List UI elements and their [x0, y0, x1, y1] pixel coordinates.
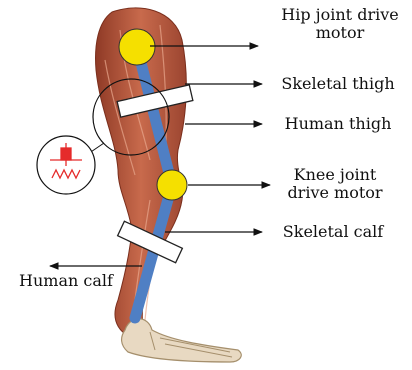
- knee-motor-label-line2: drive motor: [274, 184, 396, 202]
- knee-motor-label: Knee joint drive motor: [274, 166, 396, 202]
- skeletal-thigh-label: Skeletal thigh: [268, 75, 408, 93]
- hip-motor-label-line2: motor: [272, 24, 408, 42]
- human-thigh-label: Human thigh: [268, 115, 408, 133]
- hip-motor-label-line1: Hip joint drive: [272, 6, 408, 24]
- knee-motor: [157, 170, 187, 200]
- knee-motor-label-line1: Knee joint: [274, 166, 396, 184]
- hip-motor-label: Hip joint drive motor: [272, 6, 408, 42]
- human-calf-label: Human calf: [8, 272, 124, 290]
- hip-motor: [119, 29, 155, 65]
- skeletal-calf-label: Skeletal calf: [268, 223, 398, 241]
